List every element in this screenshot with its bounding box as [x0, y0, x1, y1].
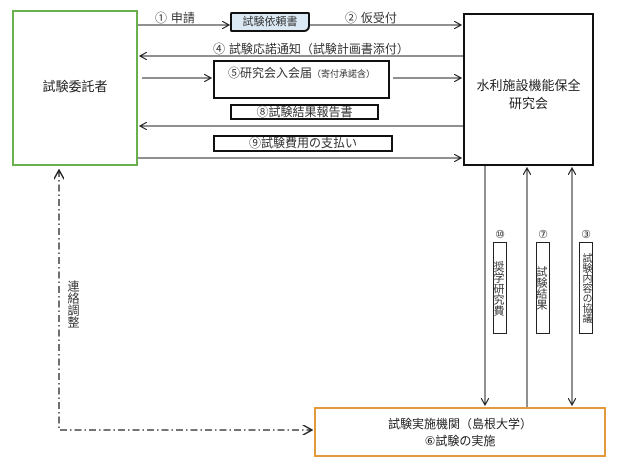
node-test-institution: 試験実施機関（島根大学） ⑥試験の実施 [314, 407, 606, 457]
label-f5-note: （寄付承諾含） [312, 70, 376, 80]
num-f7: ⑦ [538, 228, 548, 241]
institution-label-line1: 試験実施機関（島根大学） [387, 417, 532, 431]
num-f10: ⑩ [495, 228, 505, 241]
doc-membership-application: ⑤研究会入会届（寄付承諾含） [213, 60, 390, 99]
label-f5: ⑤研究会入会届 [227, 66, 312, 80]
label-f4: ④ 試験応諾通知（試験計画書添付） [213, 42, 409, 56]
society-label-line1: 水利施設機能保全 [476, 79, 581, 94]
label-f9: ⑨試験費用の支払い [248, 136, 357, 150]
label-f2: ② 仮受付 [345, 11, 397, 25]
doc-test-request-label: 試験依頼書 [242, 15, 298, 28]
label-f3: 試験内容の協議 [579, 242, 593, 334]
client-label: 試験委託者 [42, 80, 108, 95]
node-test-client: 試験委託者 [12, 10, 138, 166]
label-f10: 奨学研究費 [492, 242, 507, 334]
label-f7: 試験結果 [535, 242, 550, 334]
society-label-line2: 研究会 [508, 97, 548, 112]
label-liaison: 連絡調整 [66, 280, 80, 328]
doc-test-request: 試験依頼書 [230, 12, 310, 32]
label-f8: ⑧試験結果報告書 [256, 105, 353, 119]
doc-test-report: ⑧試験結果報告書 [230, 104, 379, 120]
node-research-society: 水利施設機能保全 研究会 [463, 13, 594, 166]
arrow-liaison [59, 170, 312, 430]
label-f1: ① 申請 [155, 11, 195, 25]
doc-test-payment: ⑨試験費用の支払い [213, 135, 393, 152]
num-f3: ③ [581, 228, 591, 241]
institution-label-line2: ⑥試験の実施 [424, 434, 496, 448]
